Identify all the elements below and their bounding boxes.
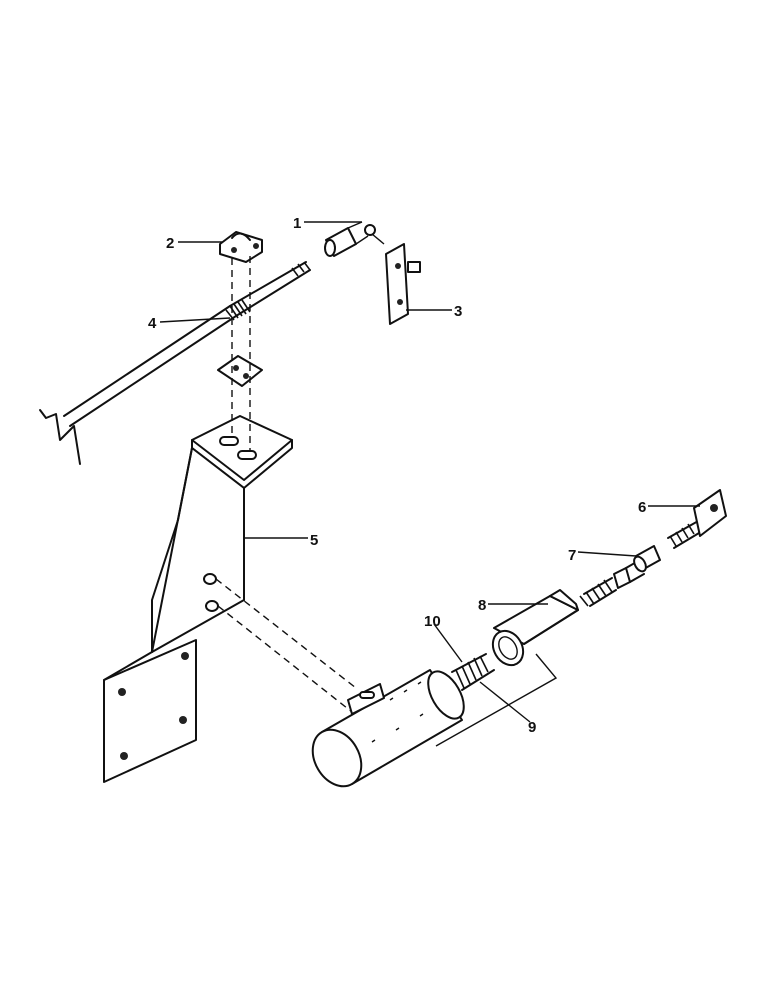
tube-part-8	[491, 589, 579, 667]
assembly-guides	[215, 256, 357, 713]
clamp-plate	[217, 355, 263, 387]
callout-2: 2	[166, 235, 174, 252]
callout-labels: 1 2 3 4 5 6 7 8 9 10	[148, 215, 646, 736]
callout-4: 4	[148, 315, 157, 332]
plate-part-3	[385, 243, 421, 325]
cylinder-stud	[451, 653, 495, 691]
web-hole	[203, 573, 217, 585]
slot-hole	[219, 436, 239, 446]
clamp-part-2	[219, 231, 263, 263]
nut	[407, 261, 421, 273]
callout-9: 9	[528, 719, 536, 736]
callout-leaders	[159, 221, 700, 723]
callout-6: 6	[638, 499, 646, 516]
bracket-line	[435, 653, 558, 747]
callout-10: 10	[424, 613, 441, 630]
end-bracket-part-6	[667, 489, 727, 549]
rod-tip-thread	[291, 261, 311, 277]
rod-part-4	[39, 261, 311, 465]
spring-part-7	[579, 545, 661, 607]
slot-hole	[237, 450, 257, 460]
connector-part-1	[324, 221, 385, 257]
main-bracket-part-5	[103, 415, 293, 783]
web-hole	[205, 600, 219, 612]
callout-1: 1	[293, 215, 301, 232]
callout-8: 8	[478, 597, 486, 614]
callout-5: 5	[310, 532, 318, 549]
callout-3: 3	[454, 303, 462, 320]
cylinder-part-10	[311, 653, 495, 788]
callout-7: 7	[568, 547, 576, 564]
